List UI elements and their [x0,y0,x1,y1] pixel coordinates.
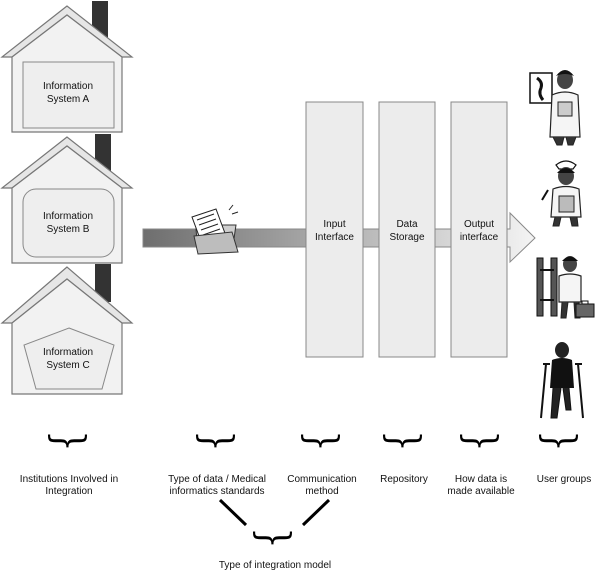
brace-availability: } [457,430,506,452]
paramedic-with-stretcher-icon [536,256,595,319]
output-interface-label: Output interface [459,219,499,243]
label-repository: Repository [380,474,428,485]
label-institutions: Institutions Involved in Integration [19,474,119,497]
data-storage-box [378,101,436,358]
output-interface-box [450,101,508,358]
label-communication: Communication method [287,474,357,497]
house-a-label: Information System A [42,81,94,105]
house-b-label: Information System B [42,211,94,235]
brace-repository: } [380,430,429,452]
label-user-groups: User groups [536,474,592,485]
label-availability: How data is made available [447,474,515,497]
label-integration-model: Type of integration model [218,560,332,571]
doctor-with-xray-icon [529,70,581,146]
nurse-with-clipboard-icon [541,160,582,227]
house-information-system-a [0,1,134,133]
input-interface-label: Input Interface [315,219,354,243]
brace-communication: } [298,430,347,452]
brace-user-groups: } [536,430,585,452]
house-information-system-c [0,264,134,395]
brace-data-type: } [193,430,242,452]
connector-line-right [301,498,331,527]
connector-line-left [218,498,248,527]
house-information-system-b [0,134,134,264]
data-storage-label: Data Storage [389,219,425,243]
folder-with-documents-icon [191,204,239,255]
brace-institutions: } [45,430,94,452]
label-data-type: Type of data / Medical informatics stand… [168,474,266,497]
brace-integration-model: } [250,527,299,549]
patient-on-crutches-icon [540,342,584,419]
input-interface-box [305,101,364,358]
house-c-label: Information System C [42,347,94,371]
